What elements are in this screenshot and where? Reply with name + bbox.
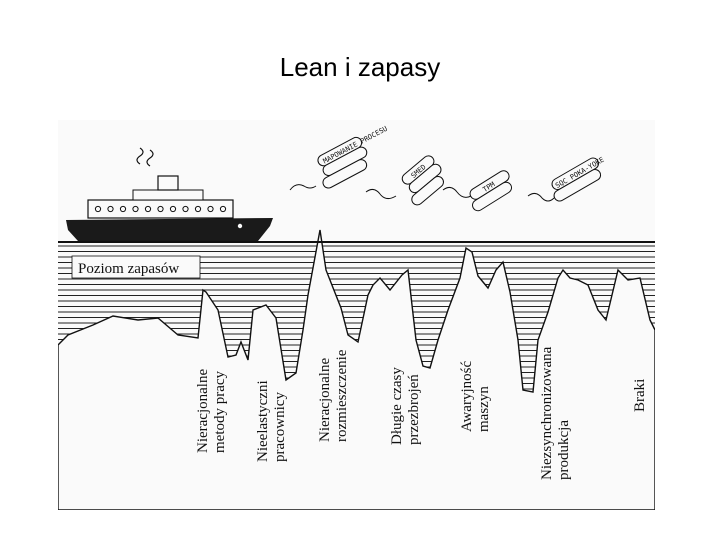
porthole	[132, 205, 139, 213]
fuse-3	[442, 186, 472, 198]
ship-hull	[66, 218, 273, 241]
problem-labels: Nieracjonalne metody pracy Nieelastyczni…	[195, 346, 648, 480]
diagram-canvas: MAPOWANIE PROCESU SMED TPM SQC POKA-YOKE	[58, 125, 655, 510]
log-group-sqc: SQC POKA-YOKE	[551, 156, 606, 202]
porthole	[94, 205, 102, 213]
slide-title: Lean i zapasy	[279, 52, 441, 82]
problem-6-line2: produkcja	[556, 420, 572, 480]
porthole	[169, 205, 177, 213]
rocks	[58, 229, 655, 510]
problem-2-line1: Nieelastyczni	[255, 380, 271, 462]
smoke-icon	[136, 147, 154, 167]
porthole	[107, 205, 114, 213]
problem-6-line1: Niezsynchronizowana	[539, 346, 555, 480]
problem-4-line1: Długie czasy	[389, 367, 405, 445]
rock-hills	[58, 229, 655, 510]
porthole	[207, 205, 214, 213]
porthole	[182, 205, 189, 213]
problem-1-line2: metody pracy	[212, 370, 228, 453]
problem-2-line2: pracownicy	[272, 392, 288, 462]
tool-logs: MAPOWANIE PROCESU SMED TPM SQC POKA-YOKE	[289, 125, 606, 212]
hull-port	[237, 223, 243, 229]
ship	[66, 147, 273, 241]
inventory-level: Poziom zapasów	[71, 255, 201, 279]
ship-funnel	[157, 175, 179, 191]
porthole	[157, 205, 164, 213]
ship-portholes	[94, 205, 227, 213]
log-group-smed: SMED	[401, 155, 444, 206]
problem-7-line1: Braki	[632, 379, 648, 412]
inventory-level-label: Poziom zapasów	[78, 261, 179, 277]
porthole	[219, 205, 227, 213]
fuse-1	[289, 184, 317, 191]
fuse-2	[365, 188, 397, 200]
problem-5-line1: Awaryjność	[459, 361, 475, 432]
ship-cabin	[132, 189, 204, 201]
lean-inventory-diagram: MAPOWANIE PROCESU SMED TPM SQC POKA-YOKE	[58, 120, 655, 510]
log-group-mapping: MAPOWANIE PROCESU	[317, 125, 389, 189]
problem-4-line2: przezbrojeń	[406, 374, 422, 445]
log-group-tpm: TPM	[469, 170, 513, 212]
fuse-4	[527, 192, 555, 202]
porthole	[194, 205, 202, 213]
problem-1-line1: Nieracjonalne	[195, 369, 211, 453]
porthole	[144, 205, 152, 213]
problem-3-line1: Nieracjonalne	[317, 358, 333, 442]
porthole	[119, 205, 127, 213]
waterline	[58, 241, 655, 243]
problem-3-line2: rozmieszczenie	[334, 349, 350, 442]
problem-5-line2: maszyn	[476, 386, 492, 432]
